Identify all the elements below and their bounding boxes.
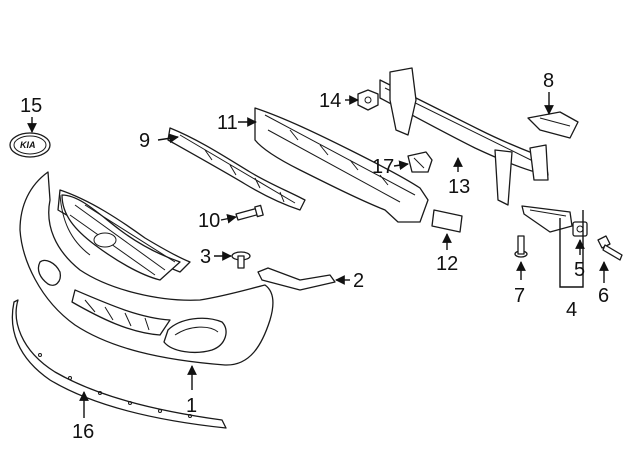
callout-8: 8 <box>543 70 554 92</box>
callout-6: 6 <box>598 285 609 307</box>
callout-16: 16 <box>72 421 94 443</box>
callout-17: 17 <box>372 156 394 178</box>
callout-7: 7 <box>514 285 525 307</box>
callout-3: 3 <box>200 246 211 268</box>
emblem-part: KIA <box>9 132 51 158</box>
impact-bar-part <box>379 67 549 206</box>
emblem-logo-text: KIA <box>20 140 36 150</box>
nut-part <box>357 89 379 111</box>
callout-2: 2 <box>353 270 364 292</box>
callout-14: 14 <box>319 90 341 112</box>
bolt-10-part <box>235 204 264 221</box>
side-bracket-part <box>521 205 573 233</box>
callout-1: 1 <box>186 395 197 417</box>
bolt-6-part <box>597 235 623 261</box>
energy-absorber-part <box>254 107 429 223</box>
callout-10: 10 <box>198 210 220 232</box>
lower-spoiler-part <box>11 299 227 429</box>
callout-12: 12 <box>436 253 458 275</box>
grille-support-part <box>167 127 306 211</box>
callout-9: 9 <box>139 130 150 152</box>
callout-arrows <box>27 92 609 418</box>
callout-11: 11 <box>217 112 238 134</box>
callout-labels: 15 9 11 14 8 10 3 2 17 13 12 7 5 6 4 1 1… <box>20 70 609 443</box>
screw-part <box>514 235 528 258</box>
bracket-strip-part <box>257 267 336 291</box>
bumper-cover-part <box>19 171 274 366</box>
callout-13: 13 <box>448 176 470 198</box>
clip-part <box>231 251 251 269</box>
callout-15: 15 <box>20 95 42 117</box>
nut-plate-part <box>572 221 588 237</box>
pad-part <box>431 209 463 233</box>
sensor-part <box>407 151 433 173</box>
callout-4: 4 <box>566 299 577 321</box>
callout-5: 5 <box>574 259 585 281</box>
mounting-bracket-part <box>527 111 579 139</box>
